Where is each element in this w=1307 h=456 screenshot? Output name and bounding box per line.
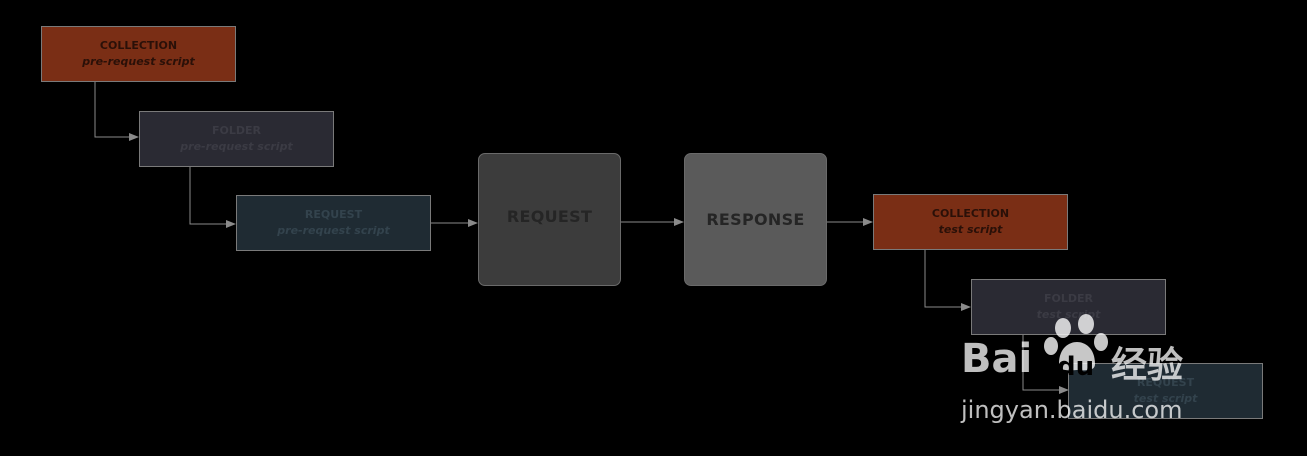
watermark-logo-cn: 经验 <box>1111 345 1184 386</box>
node-label: REQUEST <box>506 207 593 226</box>
node-title: COLLECTION <box>99 39 178 52</box>
connector-test-collection-to-test-folder <box>924 250 971 311</box>
node-subtitle: test script <box>938 223 1003 236</box>
node-title: FOLDER <box>212 124 261 137</box>
node-title: REQUEST <box>304 208 363 221</box>
collection-test-node: COLLECTION test script <box>873 194 1068 250</box>
node-title: COLLECTION <box>931 207 1010 220</box>
connector-folder-to-request-script <box>189 167 236 228</box>
node-title: REQUEST <box>1136 376 1195 389</box>
paw-icon <box>1044 314 1108 371</box>
folder-pre-request-node: FOLDER pre-request script <box>139 111 334 167</box>
watermark-logo-left: Bai <box>961 336 1033 382</box>
node-subtitle: test script <box>1133 392 1198 405</box>
watermark-url: jingyan.baidu.com <box>961 396 1183 424</box>
watermark-logo-mid: du <box>1057 352 1095 382</box>
request-node: REQUEST <box>478 153 621 286</box>
node-subtitle: pre-request script <box>82 55 195 68</box>
node-subtitle: pre-request script <box>180 140 293 153</box>
node-subtitle: pre-request script <box>277 224 390 237</box>
connector-test-folder-to-test-request <box>1022 335 1069 394</box>
node-label: RESPONSE <box>706 210 805 229</box>
request-test-node: REQUEST test script <box>1068 363 1263 419</box>
collection-pre-request-node: COLLECTION pre-request script <box>41 26 236 82</box>
request-pre-request-node: REQUEST pre-request script <box>236 195 431 251</box>
baidu-jingyan-watermark: Bai du 经验 jingyan.baidu.com <box>961 312 1241 432</box>
response-node: RESPONSE <box>684 153 827 286</box>
node-title: FOLDER <box>1044 292 1093 305</box>
connector-collection-to-folder <box>94 82 139 141</box>
